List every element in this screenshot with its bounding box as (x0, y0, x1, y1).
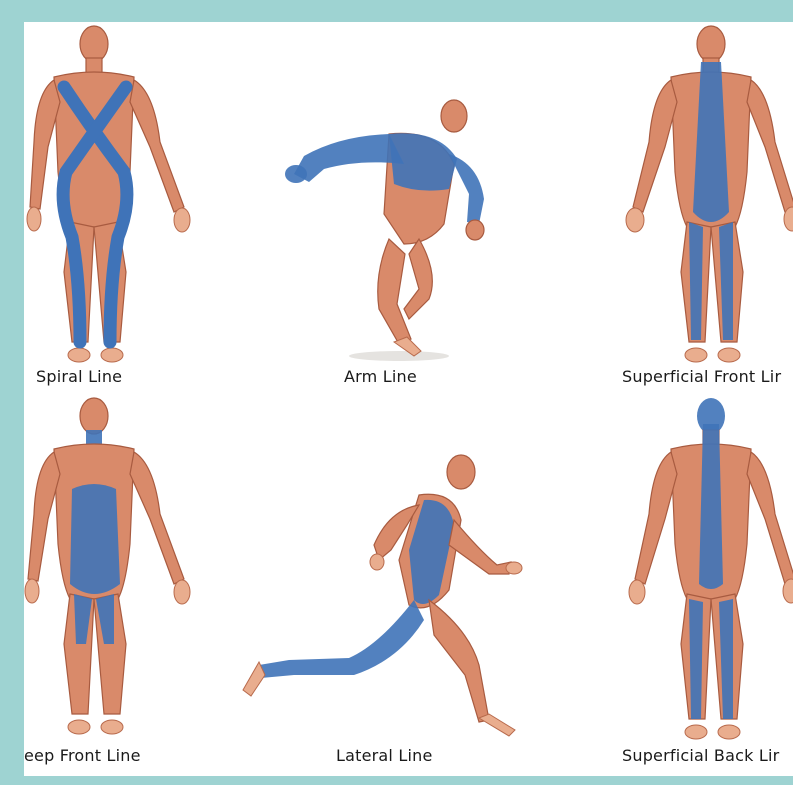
arm-line-label: Arm Line (344, 367, 417, 386)
spiral-line-figure (24, 22, 204, 367)
deep-front-line-label: eep Front Line (24, 746, 141, 765)
superficial-back-line-label: Superficial Back Lir (622, 746, 779, 765)
superficial-front-line-label: Superficial Front Lir (622, 367, 781, 386)
arm-line-figure (279, 94, 509, 364)
lateral-line-label: Lateral Line (336, 746, 433, 765)
diagram-panel: Spiral Line Arm Line (24, 22, 793, 776)
superficial-front-line-figure (619, 22, 793, 367)
lateral-line-figure (229, 450, 529, 740)
deep-front-line-figure (24, 394, 204, 739)
frame-bottom (0, 776, 793, 785)
superficial-back-line-figure (619, 394, 793, 744)
spiral-line-label: Spiral Line (36, 367, 122, 386)
